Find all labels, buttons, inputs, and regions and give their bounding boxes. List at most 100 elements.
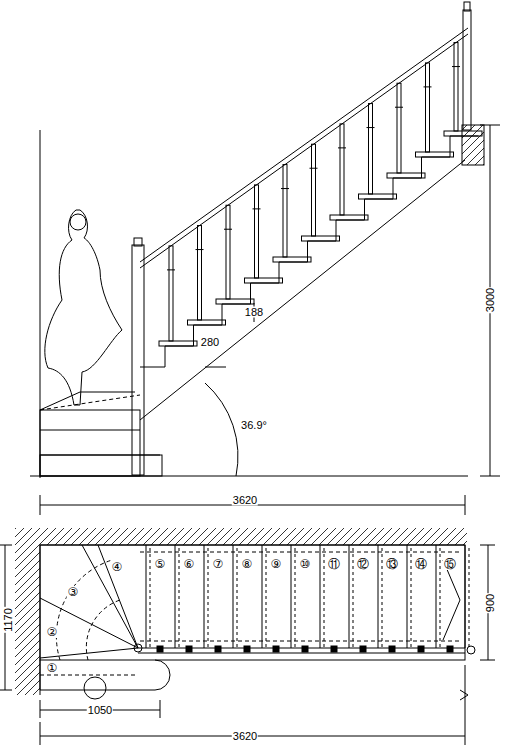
baluster-plan — [360, 646, 366, 652]
callout-number: ③ — [67, 586, 80, 598]
callout-number: ⑤ — [154, 558, 167, 570]
baluster-plan — [331, 646, 337, 652]
baluster-ring — [310, 168, 318, 169]
dimension: 3620 — [232, 495, 258, 506]
tread — [216, 299, 254, 304]
step-nosing — [324, 548, 325, 648]
step-line — [291, 545, 292, 648]
tread — [159, 341, 197, 346]
tread — [330, 215, 368, 220]
stringer — [140, 641, 462, 642]
callout-number: ⑬ — [385, 558, 399, 570]
plan-steps — [140, 545, 469, 652]
baluster — [369, 104, 373, 194]
callout-number: ⑨ — [270, 558, 283, 570]
baluster-ring — [224, 229, 232, 230]
stair-steps — [140, 43, 482, 367]
baluster-plan — [447, 646, 453, 652]
step-line — [146, 545, 147, 648]
plan-view — [0, 528, 495, 745]
baluster-ring — [196, 249, 204, 250]
callout-number: ② — [46, 626, 59, 638]
step-line — [233, 545, 234, 648]
step-nosing — [266, 548, 267, 648]
baluster-plan — [273, 646, 279, 652]
tread — [387, 173, 425, 178]
step-nosing — [295, 548, 296, 648]
step-nosing — [411, 548, 412, 648]
dimension: 1170 — [3, 607, 14, 633]
baluster — [226, 205, 230, 299]
baluster-plan — [244, 646, 250, 652]
step-line — [320, 545, 321, 648]
baluster — [426, 63, 430, 152]
stringer — [140, 552, 462, 553]
baluster-ring — [338, 147, 346, 148]
dimension: 900 — [485, 593, 496, 613]
baluster-ring — [395, 107, 403, 108]
step-line — [465, 545, 466, 648]
step-line — [349, 545, 350, 648]
callout-number: ⑮ — [443, 558, 457, 570]
step-nosing — [237, 548, 238, 648]
tread — [359, 194, 397, 199]
leader — [205, 367, 226, 368]
step-nosing — [179, 548, 180, 648]
elevation-view — [30, 2, 500, 515]
baluster — [340, 124, 344, 215]
baluster — [312, 144, 316, 236]
dimension: 188 — [244, 307, 264, 318]
step-nosing — [469, 548, 470, 648]
callout-number: ⑫ — [356, 558, 370, 570]
step-line — [378, 545, 379, 648]
tread — [245, 278, 283, 283]
step-line — [436, 545, 437, 648]
step-nosing — [440, 548, 441, 648]
baluster-ring — [367, 127, 375, 128]
step-line — [175, 545, 176, 648]
callout-number: ④ — [111, 561, 124, 573]
dimension: 280 — [200, 337, 220, 348]
step-nosing — [382, 548, 383, 648]
baluster-plan — [302, 646, 308, 652]
callout-number: ⑦ — [212, 558, 225, 570]
baluster-ring — [253, 208, 261, 209]
baluster — [397, 83, 401, 173]
baluster-ring — [424, 86, 432, 87]
tread — [302, 236, 340, 241]
baluster-plan — [418, 646, 424, 652]
tread — [444, 131, 482, 136]
baluster-plan — [215, 646, 221, 652]
baluster-ring — [167, 269, 175, 270]
baluster-plan — [389, 646, 395, 652]
angle-label: 36.9° — [240, 420, 268, 431]
tread — [273, 257, 311, 262]
callout-number: ⑪ — [327, 558, 341, 570]
step-line — [262, 545, 263, 648]
baluster — [283, 165, 287, 257]
callout-number: ⑩ — [299, 558, 312, 570]
step-line — [407, 545, 408, 648]
step-line — [204, 545, 205, 648]
baluster-plan — [157, 646, 163, 652]
callout-number: ⑥ — [183, 558, 196, 570]
step-nosing — [150, 548, 151, 648]
callout-number: ⑧ — [241, 558, 254, 570]
dimension: 1050 — [87, 705, 113, 716]
dimension: 3620 — [232, 731, 258, 742]
callout-number: ① — [46, 662, 59, 674]
stair-profile — [140, 136, 479, 367]
baluster — [198, 226, 202, 320]
baluster — [169, 246, 173, 341]
baluster — [454, 43, 458, 131]
baluster-ring — [281, 188, 289, 189]
baluster-ring — [452, 66, 460, 67]
step-nosing — [353, 548, 354, 648]
baluster-plan — [186, 646, 192, 652]
callout-number: ⑭ — [414, 558, 428, 570]
step-nosing — [208, 548, 209, 648]
tread — [416, 152, 454, 157]
baluster — [255, 185, 259, 278]
dimension: 3000 — [485, 287, 496, 313]
